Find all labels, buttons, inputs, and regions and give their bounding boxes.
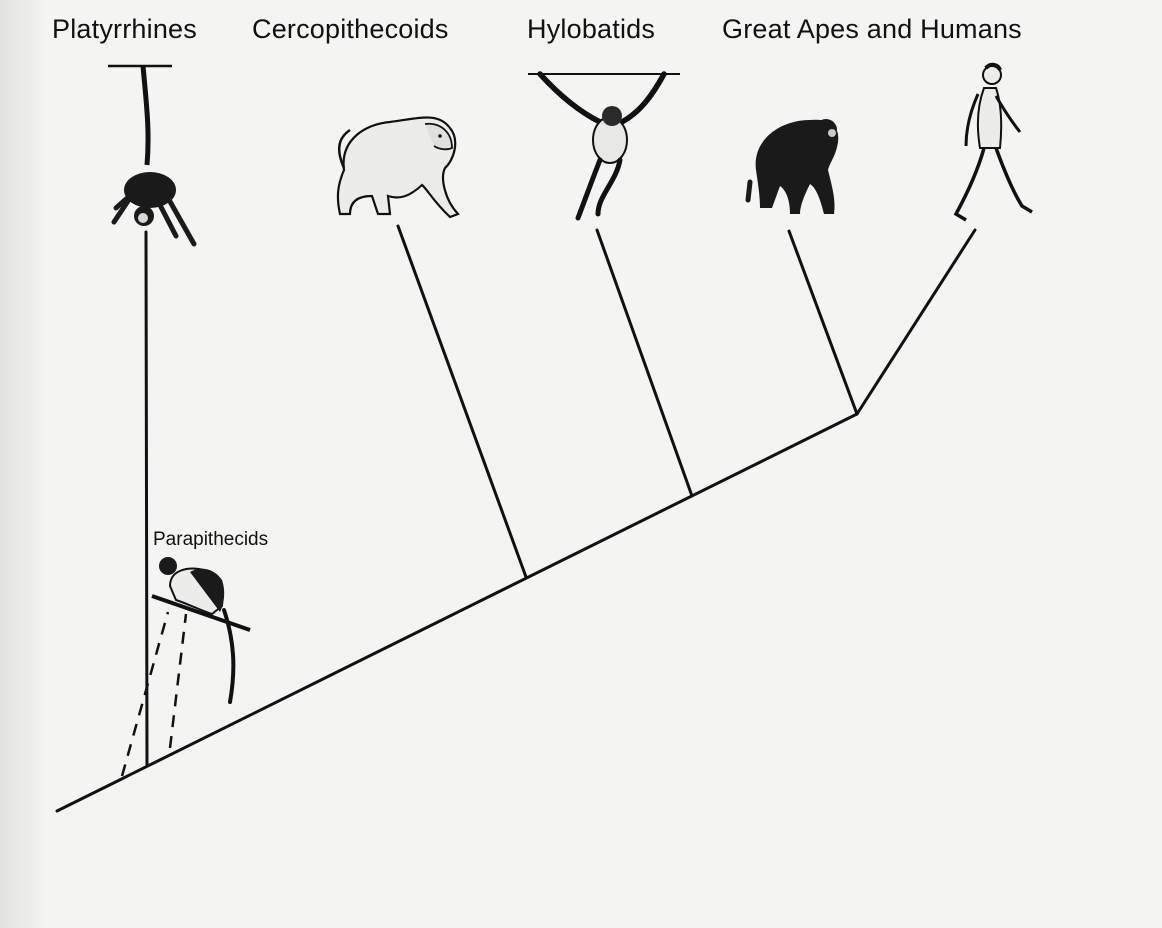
branch-great-apes	[787, 229, 859, 416]
branch-cercopithecoids	[396, 224, 528, 579]
label-platyrrhines: Platyrrhines	[52, 14, 197, 44]
human-icon	[953, 62, 1033, 222]
chimpanzee-icon	[745, 119, 839, 214]
branch-hylobatids	[595, 228, 694, 498]
label-cercopithecoids: Cercopithecoids	[252, 14, 449, 44]
label-hylobatids: Hylobatids	[527, 14, 656, 44]
gibbon-icon	[528, 71, 680, 221]
label-parapithecids: Parapithecids	[153, 529, 269, 550]
spider-monkey-icon	[108, 64, 197, 247]
baboon-icon	[336, 116, 460, 219]
parapithecid-monkey-icon	[151, 557, 251, 704]
page-edge-shadow	[0, 0, 46, 928]
main-trunk-line	[55, 412, 859, 813]
branch-platyrrhines	[144, 230, 149, 768]
dashed-line-parapithecids-left	[120, 611, 170, 777]
label-great-apes-and-humans: Great Apes and Humans	[722, 14, 1022, 44]
branch-humans	[855, 228, 977, 416]
dashed-line-parapithecids-right	[168, 613, 188, 749]
